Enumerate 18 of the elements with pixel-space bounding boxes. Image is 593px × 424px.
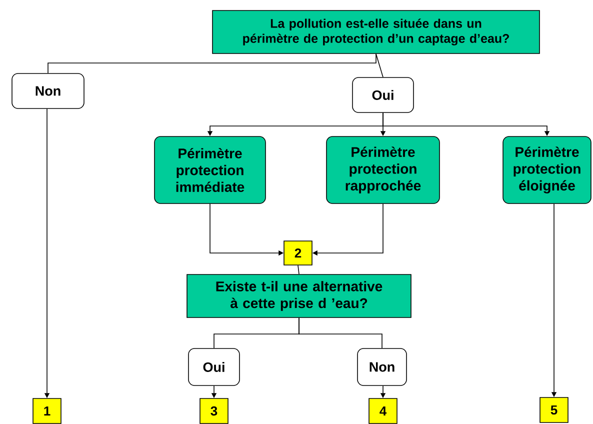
question-box: La pollution est-elle située dans un périmètre de protection d’un captage d’eau?	[212, 10, 540, 54]
perimeter-box: Périmètre protection éloignée	[502, 136, 592, 204]
number-box: 4	[368, 398, 398, 424]
answer-box: Non	[12, 73, 84, 109]
number-box: 3	[200, 398, 228, 424]
number-box: 2	[284, 240, 312, 266]
connector	[376, 54, 384, 78]
connector	[48, 54, 376, 74]
number-box: 5	[540, 397, 568, 423]
connector	[298, 318, 382, 348]
question-box: Existe t-il une alternative à cette prise d ’eau?	[186, 274, 412, 318]
perimeter-box: Périmètre protection immédiate	[154, 136, 266, 204]
perimeter-box: Périmètre protection rapprochée	[326, 136, 440, 204]
answer-box: Non	[357, 348, 407, 386]
answer-box: Oui	[352, 77, 414, 113]
number-box: 1	[32, 398, 62, 424]
answer-box: Oui	[188, 348, 240, 386]
connector	[298, 265, 300, 274]
